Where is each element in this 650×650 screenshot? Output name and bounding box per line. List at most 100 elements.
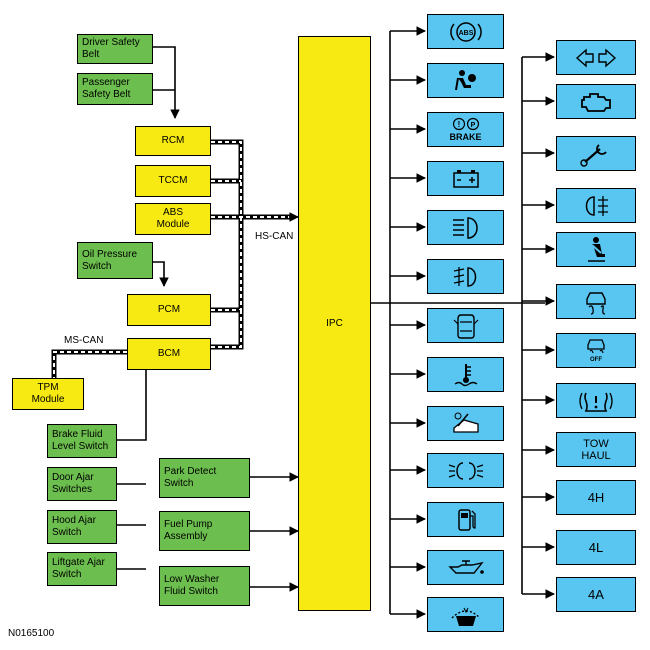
svg-text:!: ! bbox=[457, 120, 460, 129]
park-lamp-icon bbox=[448, 461, 483, 480]
belt-wires bbox=[153, 46, 180, 119]
oil-pressure-indicator bbox=[427, 550, 504, 585]
park-detect-switch-label: Park Detect Switch bbox=[164, 466, 217, 489]
seatbelt-icon bbox=[588, 236, 605, 262]
fuel-pump-assembly-box: Fuel Pump Assembly bbox=[159, 511, 250, 551]
park-detect-switch-box: Park Detect Switch bbox=[159, 458, 250, 498]
fuel-pump-assembly-label: Fuel Pump Assembly bbox=[164, 519, 213, 542]
driver-safety-belt-label: Driver Safety Belt bbox=[82, 37, 140, 60]
body-switch-wires bbox=[117, 357, 151, 570]
liftgate-ajar-switch-label: Liftgate Ajar Switch bbox=[52, 557, 105, 580]
oil-pressure-switch-box: Oil Pressure Switch bbox=[77, 242, 153, 279]
abs-indicator: ABS bbox=[427, 14, 504, 49]
door-ajar-indicator bbox=[427, 308, 504, 343]
tpm-module-label: TPM Module bbox=[31, 382, 65, 405]
bcm-label: BCM bbox=[157, 348, 181, 359]
oil-pressure-switch-label: Oil Pressure Switch bbox=[82, 248, 138, 272]
airbag-icon bbox=[454, 69, 476, 90]
hs-can-label: HS-CAN bbox=[255, 231, 294, 242]
tccm-label: TCCM bbox=[158, 175, 188, 186]
brake-icon-text: BRAKE bbox=[449, 131, 482, 142]
hood-open-icon bbox=[452, 412, 479, 433]
rear-fog-icon bbox=[585, 195, 608, 216]
tpm-module-box: TPM Module bbox=[12, 378, 84, 410]
traction-off-indicator: OFF bbox=[556, 333, 636, 368]
oil-wire bbox=[153, 261, 169, 287]
passenger-safety-belt-box: Passenger Safety Belt bbox=[77, 73, 153, 105]
4h-indicator: 4H bbox=[556, 480, 636, 515]
4l-indicator: 4L bbox=[556, 530, 636, 565]
high-beam-icon bbox=[452, 216, 478, 239]
tire-pressure-icon bbox=[579, 392, 613, 412]
4l-text: 4L bbox=[588, 539, 604, 555]
washer-fluid-indicator bbox=[427, 597, 504, 632]
door-ajar-switches-box: Door Ajar Switches bbox=[47, 467, 117, 501]
ipc-output-wires bbox=[371, 26, 555, 619]
hs-can-bus bbox=[211, 139, 299, 350]
4h-text: 4H bbox=[587, 489, 605, 505]
ipc-box: IPC bbox=[298, 36, 371, 611]
turn-signal-indicator bbox=[556, 40, 636, 75]
figure-id: N0165100 bbox=[8, 628, 55, 639]
tow-haul-indicator: TOW HAUL bbox=[556, 432, 636, 467]
brake-icon: !P bbox=[452, 117, 479, 130]
battery-icon bbox=[452, 169, 479, 188]
brake-icon-p-text: P bbox=[470, 122, 475, 129]
washer-fluid-icon bbox=[451, 607, 480, 626]
check-engine-indicator bbox=[556, 84, 636, 119]
ipc-input-wires bbox=[250, 472, 299, 592]
turn-signal-icon bbox=[575, 47, 617, 68]
4a-text: 4A bbox=[588, 586, 604, 602]
front-fog-indicator bbox=[427, 259, 504, 294]
liftgate-ajar-switch-box: Liftgate Ajar Switch bbox=[47, 552, 117, 586]
coolant-indicator bbox=[427, 357, 504, 392]
coolant-temp-icon bbox=[454, 363, 477, 386]
rcm-label: RCM bbox=[161, 135, 185, 146]
abs-module-label: ABS Module bbox=[156, 207, 190, 230]
hood-ajar-switch-box: Hood Ajar Switch bbox=[47, 510, 117, 544]
traction-control-indicator bbox=[556, 284, 636, 319]
hood-open-indicator bbox=[427, 406, 504, 441]
driver-safety-belt-box: Driver Safety Belt bbox=[77, 34, 153, 64]
wrench-indicator bbox=[556, 136, 636, 171]
rcm-box: RCM bbox=[135, 126, 211, 156]
hood-ajar-switch-label: Hood Ajar Switch bbox=[52, 515, 96, 538]
abs-module-box: ABS Module bbox=[135, 203, 211, 235]
tccm-box: TCCM bbox=[135, 165, 211, 197]
tow-haul-text: TOW HAUL bbox=[581, 437, 611, 462]
pcm-label: PCM bbox=[157, 304, 181, 315]
battery-indicator bbox=[427, 161, 504, 196]
brake-indicator: !P BRAKE bbox=[427, 112, 504, 147]
oil-pressure-icon bbox=[447, 559, 484, 574]
low-washer-fluid-switch-box: Low Washer Fluid Switch bbox=[159, 566, 250, 606]
airbag-indicator bbox=[427, 63, 504, 98]
4a-indicator: 4A bbox=[556, 577, 636, 612]
fuel-icon bbox=[457, 508, 476, 531]
ms-can-bus bbox=[51, 349, 127, 378]
traction-control-icon bbox=[586, 291, 606, 315]
bcm-box: BCM bbox=[127, 338, 211, 370]
traction-off-text: OFF bbox=[590, 357, 602, 363]
pcm-box: PCM bbox=[127, 294, 211, 326]
brake-fluid-switch-label: Brake Fluid Level Switch bbox=[52, 429, 109, 452]
ipc-label: IPC bbox=[326, 317, 343, 329]
ms-can-label: MS-CAN bbox=[64, 335, 104, 346]
check-engine-icon bbox=[581, 92, 611, 112]
svg-text:ABS: ABS bbox=[458, 30, 473, 37]
brake-fluid-switch-box: Brake Fluid Level Switch bbox=[47, 424, 117, 458]
low-washer-fluid-switch-label: Low Washer Fluid Switch bbox=[164, 574, 220, 597]
door-ajar-icon bbox=[453, 313, 478, 339]
wrench-icon bbox=[580, 143, 607, 167]
traction-off-icon bbox=[587, 339, 605, 354]
park-lamp-indicator bbox=[427, 453, 504, 488]
front-fog-icon bbox=[453, 266, 476, 287]
abs-icon: ABS bbox=[449, 21, 482, 42]
fuel-indicator bbox=[427, 502, 504, 537]
tire-pressure-indicator bbox=[556, 383, 636, 418]
high-beam-indicator bbox=[427, 210, 504, 245]
door-ajar-switches-label: Door Ajar Switches bbox=[52, 472, 94, 495]
passenger-safety-belt-label: Passenger Safety Belt bbox=[82, 77, 131, 100]
seatbelt-indicator bbox=[556, 232, 636, 267]
rear-fog-indicator bbox=[556, 188, 636, 223]
